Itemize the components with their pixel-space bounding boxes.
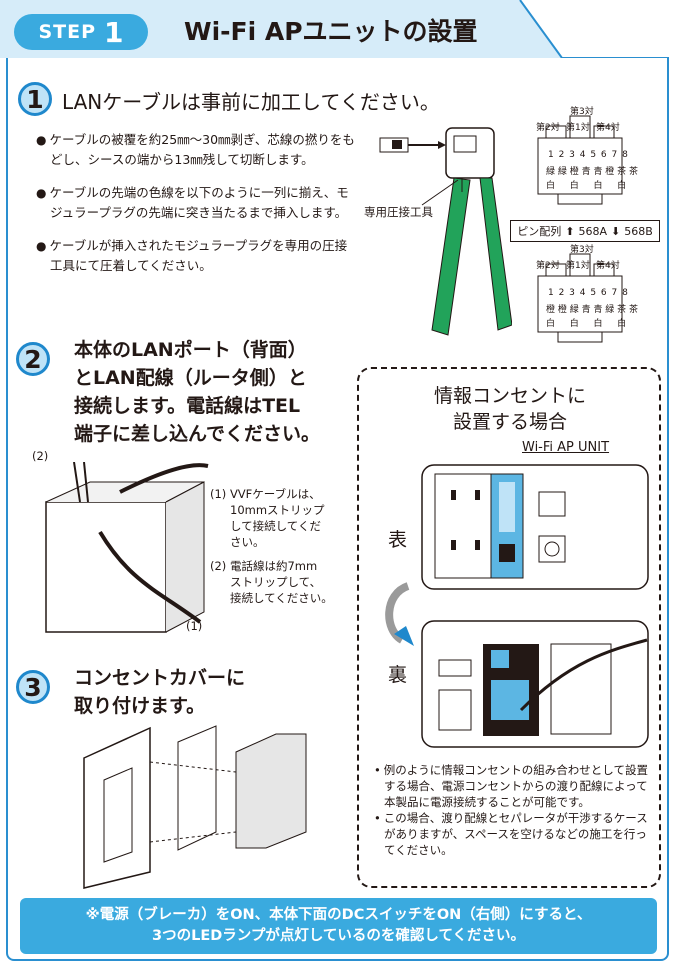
- bullet-1: ケーブルの被覆を約25㎜〜30㎜剥ぎ、芯線の撚りをもどし、シースの端から13㎜残…: [36, 130, 358, 170]
- rotate-arrow-icon: [385, 582, 414, 646]
- step1-number: 1: [18, 82, 52, 116]
- step3-number: 3: [16, 670, 50, 704]
- page-title: Wi-Fi APユニットの設置: [184, 17, 478, 46]
- pair2-label: 第2対: [536, 261, 560, 271]
- arrow-up-icon: ⬆: [565, 224, 575, 238]
- pair2-label: 第2対: [536, 123, 560, 133]
- callout-2: (2): [32, 449, 49, 463]
- pin-colors: 緑 緑 橙 青 青 橙 茶 茶: [546, 167, 639, 177]
- outlet-back-view: [421, 620, 649, 748]
- unit-wiring-illustration: [45, 462, 209, 633]
- outlet-notes: 例のように情報コンセントの組み合わせとして設置する場合、電源コンセントからの渡り…: [374, 762, 656, 858]
- step-number: 1: [104, 15, 124, 49]
- phone-wire-note: (2) 電話線は約7mm ストリップして、 接続してください。: [210, 559, 333, 605]
- pair3-label: 第3対: [570, 107, 594, 117]
- step2-heading: 本体のLANポート（背面） とLAN配線（ルータ側）と 接続します。電話線はTE…: [74, 339, 321, 445]
- bullet-2: ケーブルの先端の色線を以下のように一列に揃え、モジュラープラグの先端に突き当たる…: [36, 183, 358, 223]
- pin-colors-white: 白 白 白 白: [546, 181, 627, 191]
- cover-assembly-illustration: [83, 725, 307, 889]
- step1-heading: LANケーブルは事前に加工してください。: [62, 90, 440, 114]
- led-check-banner: ※電源（ブレーカ）をON、本体下面のDCスイッチをON（右側）にすると、 3つの…: [20, 898, 657, 954]
- crimp-tool-illustration: [379, 127, 512, 336]
- step1-bullets: ケーブルの被覆を約25㎜〜30㎜剥ぎ、芯線の撚りをもどし、シースの端から13㎜残…: [36, 130, 358, 289]
- pair1-label: 第1対: [566, 261, 590, 271]
- step3-heading: コンセントカバーに 取り付けます。: [74, 667, 246, 717]
- content-frame: [6, 58, 669, 961]
- pin-legend-a: 568A: [578, 224, 607, 238]
- pair1-label: 第1対: [566, 123, 590, 133]
- arrow-down-icon: ⬇: [610, 224, 621, 238]
- pin-legend-label: ピン配列: [517, 225, 562, 238]
- pin-colors-white: 白 白 白 白: [546, 319, 627, 329]
- note-2: この場合、渡り配線とセパレータが干渉するケースがありますが、スペースを空けるなど…: [374, 810, 656, 858]
- step-word: STEP: [38, 21, 97, 43]
- pair4-label: 第4対: [596, 123, 620, 133]
- back-label: 裏: [388, 664, 408, 686]
- unit-label: Wi-Fi AP UNIT: [522, 440, 610, 455]
- callout-1: (1): [186, 619, 203, 633]
- outlet-front-view: [421, 464, 649, 590]
- pinout-diagram-568a: [537, 115, 623, 205]
- outlet-install-panel: [357, 367, 661, 888]
- step2-number: 2: [16, 342, 50, 376]
- bullet-3: ケーブルが挿入されたモジュラープラグを専用の圧接工具にて圧着してください。: [36, 236, 358, 276]
- pinout-diagram-568b: [537, 253, 623, 343]
- note-1: 例のように情報コンセントの組み合わせとして設置する場合、電源コンセントからの渡り…: [374, 762, 656, 810]
- outlet-title: 情報コンセントに 設置する場合: [433, 385, 586, 433]
- pin-legend: ピン配列 ⬆ 568A ⬇ 568B: [510, 220, 660, 242]
- pin-colors: 橙 橙 緑 青 青 緑 茶 茶: [546, 305, 639, 315]
- pin-numbers: 1 2 3 4 5 6 7 8: [548, 288, 629, 298]
- step-badge: STEP 1: [14, 14, 148, 50]
- tool-label: 専用圧接工具: [364, 205, 433, 219]
- pin-numbers: 1 2 3 4 5 6 7 8: [548, 150, 629, 160]
- front-label: 表: [388, 529, 408, 551]
- pin-legend-b: 568B: [624, 224, 653, 238]
- pair3-label: 第3対: [570, 245, 594, 255]
- vvf-note: (1) VVFケーブルは、 10mmストリップ して接続してくだ さい。: [210, 487, 325, 549]
- pair4-label: 第4対: [596, 261, 620, 271]
